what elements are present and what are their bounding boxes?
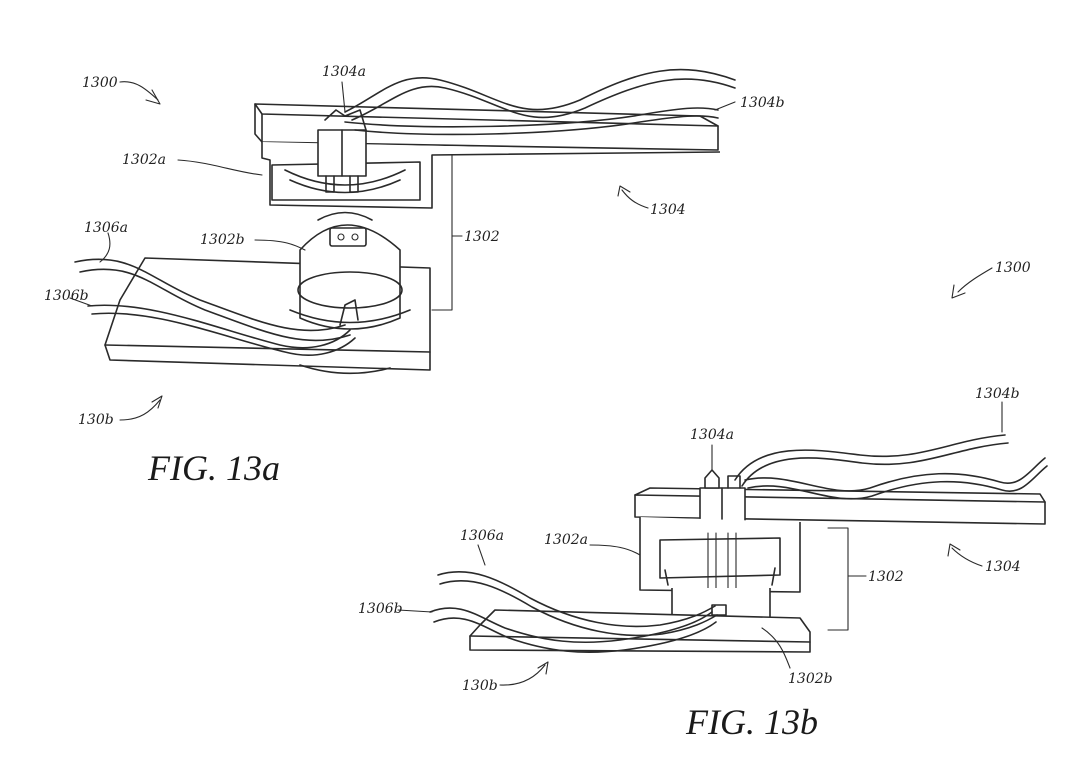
figure-caption-13a: FIG. 13a xyxy=(147,448,280,488)
top-cables-13a xyxy=(344,68,736,136)
leaders-13b xyxy=(397,267,1003,686)
top-plate-13b xyxy=(634,487,1046,525)
bracket-1302-13b xyxy=(827,527,849,631)
label-1300-13a: 1300 xyxy=(82,75,118,91)
label-130b-13b: 130b xyxy=(462,678,498,694)
label-1304-13b: 1304 xyxy=(985,559,1021,575)
pin-connector-13a xyxy=(317,109,367,193)
top-cables-13b xyxy=(734,434,1048,500)
label-1302a-13a: 1302a xyxy=(122,152,166,168)
label-1304a-13b: 1304a xyxy=(690,427,734,443)
label-1300-13b: 1300 xyxy=(995,260,1031,276)
label-1306b-13a: 1306b xyxy=(44,288,89,304)
figure-caption-13b: FIG. 13b xyxy=(685,702,818,742)
bracket-1302-13a xyxy=(431,154,453,311)
label-1302b-13b: 1302b xyxy=(788,671,833,687)
label-1302b-13a: 1302b xyxy=(200,232,245,248)
label-1306a-13a: 1306a xyxy=(84,220,128,236)
figure-13b: 1300 1304b 1304a 1306a 1302a 1304 1302 1… xyxy=(358,260,1048,742)
label-1304b-13b: 1304b xyxy=(975,386,1020,402)
label-1302-13a: 1302 xyxy=(464,229,500,245)
label-1306b-13b: 1306b xyxy=(358,601,403,617)
lower-cables-13a xyxy=(74,258,359,356)
label-1302-13b: 1302 xyxy=(868,569,904,585)
label-130b-13a: 130b xyxy=(78,412,114,428)
leaders-13a xyxy=(69,81,736,421)
label-1304b-13a: 1304b xyxy=(740,95,785,111)
lower-housing-13a xyxy=(289,211,411,330)
label-1302a-13b: 1302a xyxy=(544,532,588,548)
base-plate-13b xyxy=(469,609,811,653)
figure-13a: 1300 1304a 1304b 1302a 1304 1302b 1302 1… xyxy=(44,64,785,488)
lower-cables-13b xyxy=(429,571,718,654)
label-1304a-13a: 1304a xyxy=(322,64,366,80)
label-1306a-13b: 1306a xyxy=(460,528,504,544)
upper-housing-13b xyxy=(639,517,801,593)
label-1304-13a: 1304 xyxy=(650,202,686,218)
